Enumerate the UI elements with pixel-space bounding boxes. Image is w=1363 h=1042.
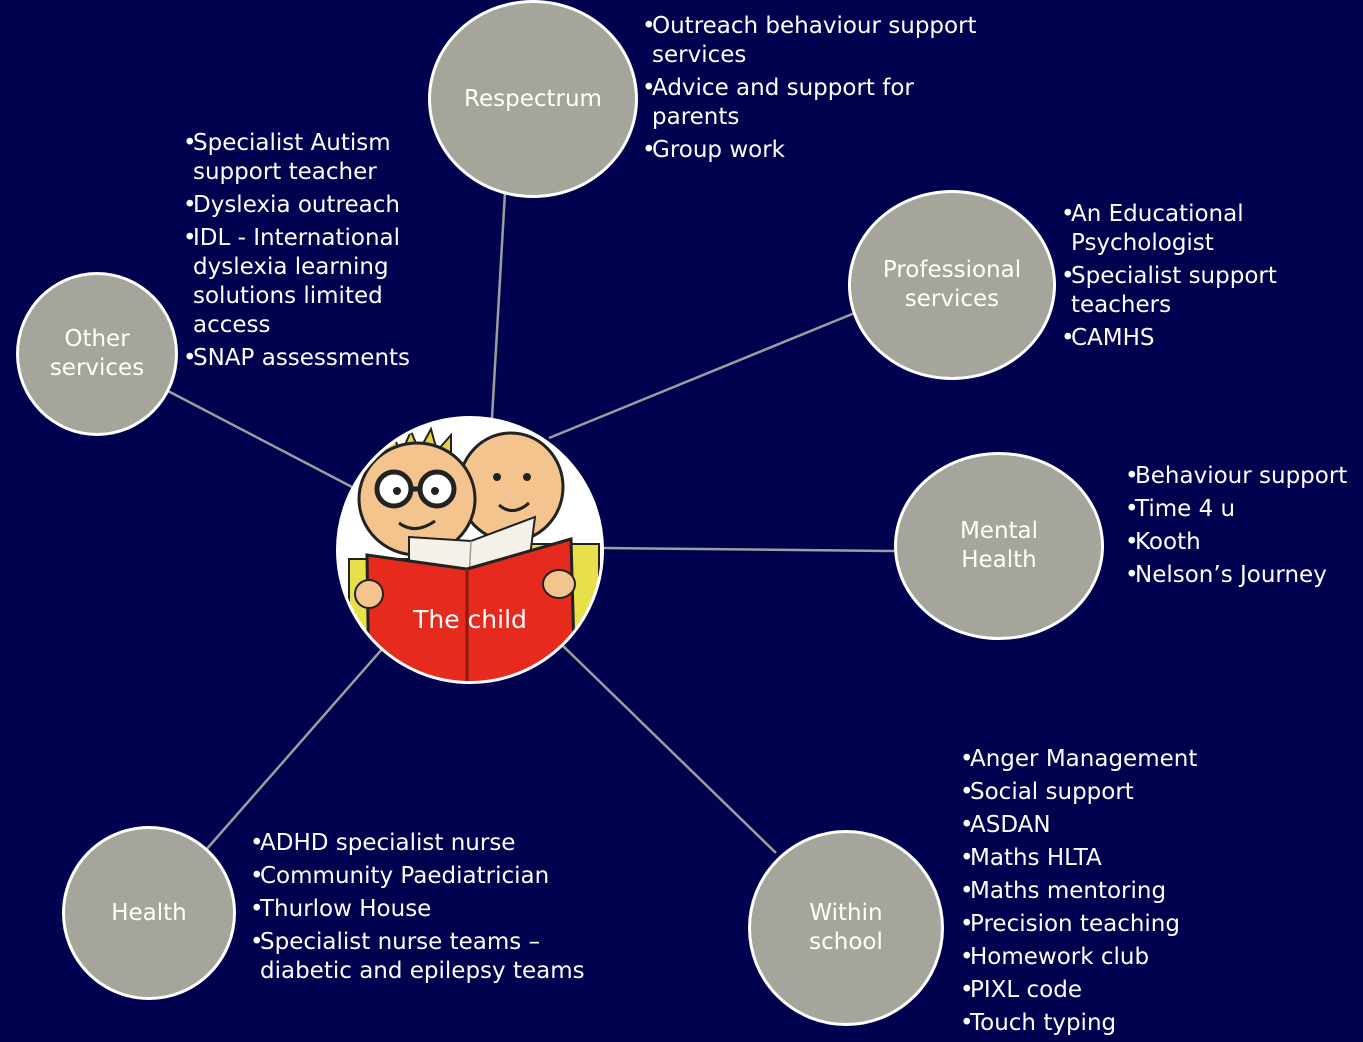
connector-mental-health bbox=[602, 546, 897, 553]
list-respectrum: Outreach behaviour support servicesAdvic… bbox=[642, 12, 1002, 169]
list-item: Maths HLTA bbox=[960, 844, 1220, 873]
node-respectrum-label: Respectrum bbox=[464, 85, 602, 112]
list-item: Thurlow House bbox=[250, 895, 610, 924]
list-item: Outreach behaviour support services bbox=[642, 12, 1002, 70]
list-item: Specialist support teachers bbox=[1061, 262, 1311, 320]
list-item: Community Paediatrician bbox=[250, 862, 610, 891]
list-item: Time 4 u bbox=[1125, 495, 1361, 524]
connector-respectrum bbox=[490, 191, 507, 419]
list-item: Specialist nurse teams – diabetic and ep… bbox=[250, 928, 610, 986]
list-item: Kooth bbox=[1125, 528, 1361, 557]
list-item: Touch typing bbox=[960, 1009, 1220, 1038]
connector-other-services bbox=[167, 389, 353, 489]
list-other-services: Specialist Autism support teacherDyslexi… bbox=[183, 129, 431, 377]
children-reading-icon bbox=[348, 426, 600, 681]
list-item: Advice and support for parents bbox=[642, 74, 1002, 132]
list-within-school: Anger ManagementSocial supportASDAN Maths… bbox=[960, 745, 1220, 1042]
list-item: Group work bbox=[642, 136, 1002, 165]
list-item: Anger Management bbox=[960, 745, 1220, 774]
node-within-school: Within school bbox=[748, 830, 944, 1026]
list-item: CAMHS bbox=[1061, 324, 1311, 353]
list-item: ASDAN bbox=[960, 811, 1220, 840]
list-mental-health: Behaviour supportTime 4 u KoothNelson’s J… bbox=[1125, 462, 1361, 594]
list-professional-services: An Educational PsychologistSpecialist su… bbox=[1061, 200, 1311, 357]
list-health: ADHD specialist nurseCommunity Paediatri… bbox=[250, 829, 610, 990]
connector-health bbox=[204, 647, 384, 852]
node-health-label: Health bbox=[111, 899, 187, 926]
node-mental-health: Mental Health bbox=[894, 452, 1104, 640]
list-item: Nelson’s Journey bbox=[1125, 561, 1361, 590]
list-item: Maths mentoring bbox=[960, 877, 1220, 906]
list-item: Homework club bbox=[960, 943, 1220, 972]
list-item: Precision teaching bbox=[960, 910, 1220, 939]
node-health: Health bbox=[62, 826, 236, 1000]
list-item: IDL - International dyslexia learning so… bbox=[183, 224, 431, 340]
node-respectrum: Respectrum bbox=[428, 0, 638, 198]
list-item: Specialist Autism support teacher bbox=[183, 129, 431, 187]
center-node-the-child: The child bbox=[336, 416, 604, 684]
node-within-school-label: Within school bbox=[809, 900, 883, 955]
list-item: Social support bbox=[960, 778, 1220, 807]
center-label: The child bbox=[413, 605, 527, 634]
list-item: SNAP assessments bbox=[183, 344, 431, 373]
node-other-services-label: Other services bbox=[49, 326, 145, 381]
connector-professional-services bbox=[548, 308, 863, 440]
list-item: PIXL code bbox=[960, 976, 1220, 1005]
node-professional-services: Professional services bbox=[848, 190, 1056, 380]
node-other-services: Other services bbox=[16, 272, 178, 436]
node-professional-services-label: Professional services bbox=[882, 257, 1022, 312]
list-item: Dyslexia outreach bbox=[183, 191, 431, 220]
node-mental-health-label: Mental Health bbox=[959, 518, 1039, 573]
list-item: Behaviour support bbox=[1125, 462, 1361, 491]
list-item: ADHD specialist nurse bbox=[250, 829, 610, 858]
list-item: An Educational Psychologist bbox=[1061, 200, 1311, 258]
